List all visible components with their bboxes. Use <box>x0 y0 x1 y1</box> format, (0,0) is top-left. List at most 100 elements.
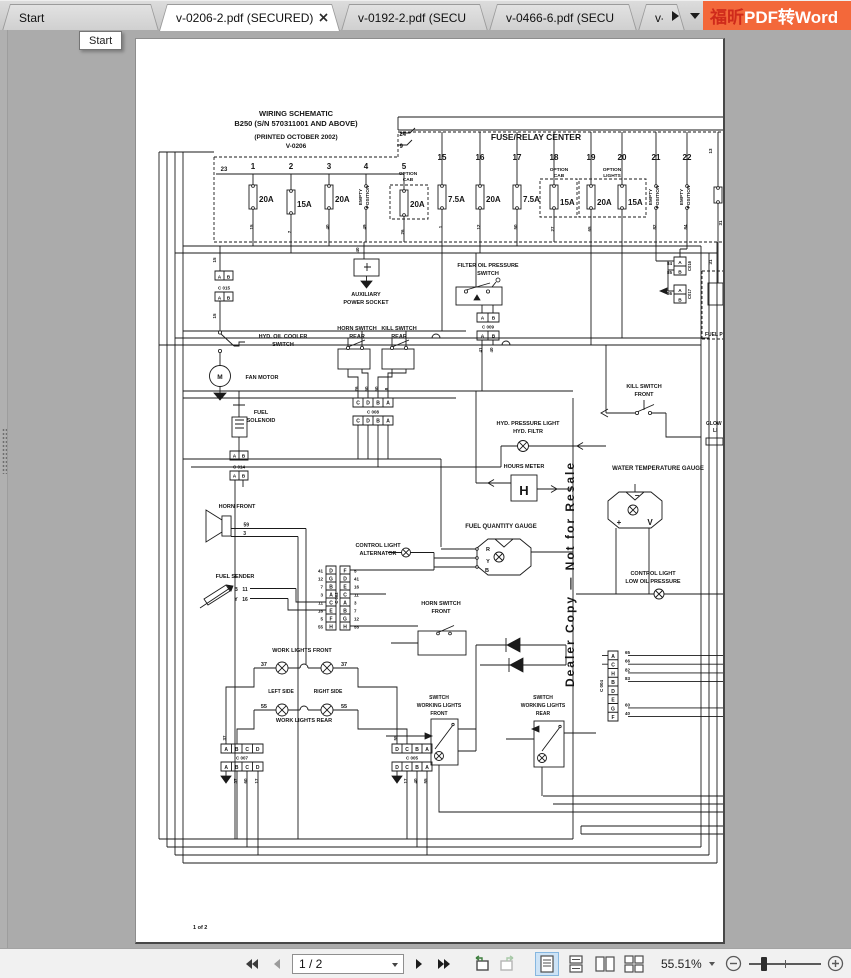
connector-cell: C <box>343 593 347 599</box>
zoom-dropdown-icon[interactable] <box>708 961 715 966</box>
gauge-terminal: Y <box>486 559 490 565</box>
wire-pin: 55 <box>261 704 267 710</box>
connector-cell: H <box>611 672 615 678</box>
tab-v0466-label: v-0466-6.pdf (SECUR... <box>506 10 615 25</box>
zoom-slider-tick <box>784 959 786 968</box>
component-label: FUEL SENDER <box>216 574 255 580</box>
zoom-level[interactable]: 55.51% <box>661 956 702 971</box>
next-view-button[interactable] <box>497 954 517 974</box>
wire-pin: 13 <box>708 148 713 154</box>
component-label: HORN FRONT <box>219 504 256 510</box>
wire-pin: 41 <box>354 577 360 582</box>
fuse-rating: 15A <box>297 200 312 209</box>
first-page-button[interactable] <box>242 954 262 974</box>
continuous-view-button[interactable] <box>564 952 588 976</box>
zoom-out-button[interactable] <box>724 954 744 974</box>
empty-position-label: EMPTY <box>648 188 654 205</box>
gauge-terminal: − <box>635 491 640 500</box>
connector-cell: D <box>366 401 370 407</box>
component-label: WORK LIGHTS FRONT <box>272 648 332 654</box>
next-page-button[interactable] <box>409 954 429 974</box>
wire-pin: 12 <box>318 577 324 582</box>
wire-pin: 60 <box>364 386 369 392</box>
wire-pin: 3 <box>354 601 357 606</box>
page-dropdown-icon[interactable] <box>392 962 398 967</box>
connector-cell: A <box>233 474 237 480</box>
connector-cell: A <box>218 296 222 302</box>
single-page-view-button[interactable] <box>535 951 559 976</box>
page-number-input[interactable]: 1 / 2 <box>292 953 404 974</box>
continuous-facing-view-button[interactable] <box>622 952 646 976</box>
wire-pin: 7 <box>287 230 292 233</box>
connector-cell: B <box>235 765 239 771</box>
wire-pin: 60 <box>374 386 379 392</box>
wire-pin: 84 <box>683 224 688 230</box>
wire-pin: 3 <box>320 593 323 598</box>
tab-v0206[interactable]: v-0206-2.pdf (SECURED) <box>159 4 340 31</box>
component-label: KILL SWITCH <box>381 326 416 332</box>
connector-label: C 009 <box>482 325 495 330</box>
wire-pin: 66 <box>625 659 631 664</box>
tab-start-label: Start <box>19 10 45 25</box>
previous-page-button[interactable] <box>267 954 287 974</box>
dashed-boxes <box>213 131 723 340</box>
connector-cell: A <box>481 316 485 322</box>
schematic-title: WIRING SCHEMATIC <box>259 109 334 118</box>
last-page-button[interactable] <box>434 954 454 974</box>
connector-cell: F <box>611 715 614 721</box>
option-label: CAB <box>554 173 565 179</box>
component-label: CONTROL LIGHT <box>355 543 401 549</box>
terminals <box>218 184 720 729</box>
zoom-in-button[interactable] <box>826 954 846 974</box>
component-label: HORN SWITCH <box>337 326 376 332</box>
connector-cell: B <box>242 454 246 460</box>
connector-label: C 015 <box>218 286 231 291</box>
component-label: HORN SWITCH <box>421 601 460 607</box>
tab-bar: Start v-0206-2.pdf (SECURED) v-0192-2.pd… <box>0 0 851 30</box>
connector-cell: A <box>386 401 390 407</box>
wire-pin: 12 <box>354 617 360 622</box>
wire-pin: 37 <box>341 662 347 668</box>
connector-cell: B <box>235 747 239 753</box>
wire-pin: Y <box>234 597 238 603</box>
sheet-number: 1 of 2 <box>193 925 207 931</box>
facing-view-button[interactable] <box>593 952 617 976</box>
connector-cell: D <box>329 569 333 575</box>
zoom-slider[interactable] <box>748 954 821 974</box>
gauge-terminal: R <box>486 547 490 553</box>
panel-drag-handle[interactable] <box>2 428 7 474</box>
component-label: SWITCH <box>429 695 449 701</box>
connector-cell: A <box>224 747 228 753</box>
tab-list-icon[interactable] <box>690 13 700 19</box>
close-tab-icon[interactable] <box>318 12 329 23</box>
tab-scroll-right-icon[interactable] <box>672 11 679 21</box>
pressure-contact-icon <box>473 294 481 301</box>
wire-pin: 59 <box>243 523 249 529</box>
zoom-slider-handle[interactable] <box>760 956 767 971</box>
fuse-number: 22 <box>683 153 692 162</box>
connector-cell: E <box>343 585 347 591</box>
wire-pin: 27 <box>550 226 555 232</box>
wire-pin: 37 <box>222 735 227 741</box>
fuse-number: 20 <box>618 153 627 162</box>
wire-pin: 5 <box>354 569 357 574</box>
previous-view-button[interactable] <box>472 954 492 974</box>
wire-pin: 60 <box>243 778 248 784</box>
component-label: HYD. OIL COOLER <box>259 334 308 340</box>
empty-position-label: EMPTY <box>358 188 364 205</box>
connector-cell: B <box>376 419 380 425</box>
wire-pin: 37 <box>233 778 238 784</box>
tab-v0192[interactable]: v-0192-2.pdf (SECUR... <box>341 4 488 31</box>
component-label: HYD. FILTR <box>513 429 543 435</box>
wire-pin: 31 <box>708 259 713 265</box>
connector-label: C 008 <box>367 410 380 415</box>
connector-cell: C <box>356 401 360 407</box>
connector-cell: C <box>329 601 333 607</box>
connector-cell: B <box>492 316 496 322</box>
connector-cell: B <box>611 680 615 686</box>
wire-pin: 11 <box>354 593 359 598</box>
tab-v0466[interactable]: v-0466-6.pdf (SECUR... <box>489 4 637 31</box>
tab-start[interactable]: Start <box>2 4 159 31</box>
gauge-terminal: V <box>647 518 653 527</box>
